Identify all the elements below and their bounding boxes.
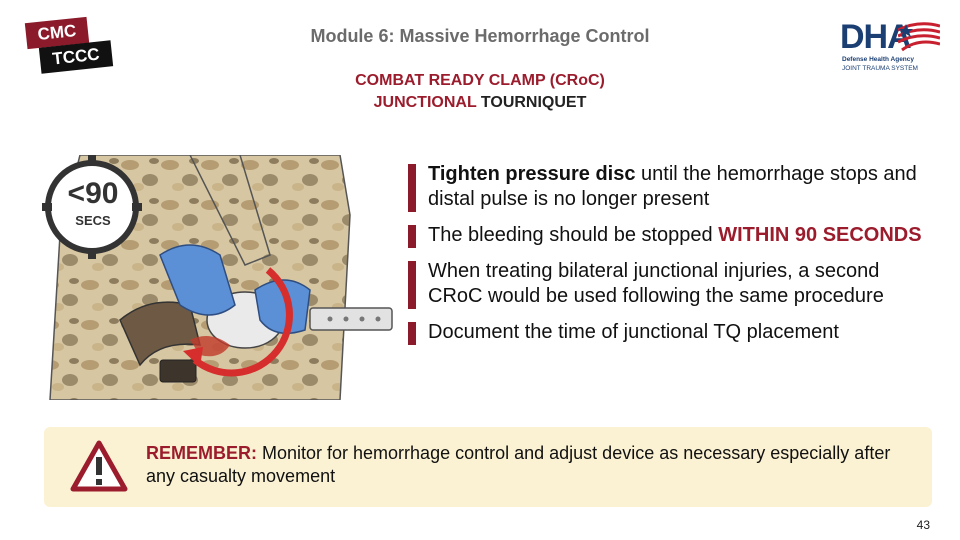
bullet-bar: [408, 261, 416, 309]
croc-illustration: <90 SECS: [40, 154, 395, 401]
bullet-accent-text: WITHIN 90 SECONDS: [718, 224, 922, 246]
list-item: The bleeding should be stopped WITHIN 90…: [408, 223, 938, 248]
warning-triangle-icon: [70, 440, 128, 492]
dha-subtitle: Defense Health Agency: [842, 56, 915, 63]
croc-application-image: [42, 154, 393, 401]
list-item: When treating bilateral junctional injur…: [408, 259, 938, 309]
bullet-bar: [408, 164, 416, 212]
bullet-bold-text: Tighten pressure disc: [428, 163, 636, 185]
remember-label: REMEMBER:: [146, 443, 257, 463]
bullet-text: When treating bilateral junctional injur…: [428, 260, 884, 307]
timer-unit: SECS: [75, 213, 111, 228]
remember-text: REMEMBER: Monitor for hemorrhage control…: [146, 442, 906, 488]
list-item: Document the time of junctional TQ place…: [408, 320, 938, 345]
timer-value: <90: [67, 177, 119, 210]
slide-heading-line1: COMBAT READY CLAMP (CRoC): [355, 72, 605, 89]
flag-swoosh-icon: [898, 22, 940, 52]
heading-tourniquet: TOURNIQUET: [480, 94, 587, 111]
bullet-bar: [408, 225, 416, 248]
heading-junctional: JUNCTIONAL: [373, 94, 477, 111]
bullet-text: until the hemorrhage stops and distal pu…: [428, 163, 917, 210]
remember-callout: REMEMBER: Monitor for hemorrhage control…: [44, 427, 932, 507]
bullet-text: The bleeding should be stopped: [428, 224, 719, 246]
dha-logo: DHA Defense Health Agency JOINT TRAUMA S…: [840, 18, 940, 78]
list-item: Tighten pressure disc until the hemorrha…: [408, 162, 938, 212]
instruction-list: Tighten pressure disc until the hemorrha…: [408, 162, 938, 356]
bullet-bar: [408, 322, 416, 345]
dha-jts-subtitle: JOINT TRAUMA SYSTEM: [842, 65, 918, 72]
bullet-text: Document the time of junctional TQ place…: [428, 321, 839, 343]
module-title: Module 6: Massive Hemorrhage Control: [310, 26, 650, 46]
dha-logo-text: DHA: [840, 18, 912, 56]
remember-body: Monitor for hemorrhage control and adjus…: [146, 443, 891, 486]
page-number: 43: [916, 518, 930, 532]
cmc-tccc-logo: CMC TCCC: [24, 16, 118, 74]
slide-heading-line2: JUNCTIONAL TOURNIQUET: [200, 94, 760, 112]
